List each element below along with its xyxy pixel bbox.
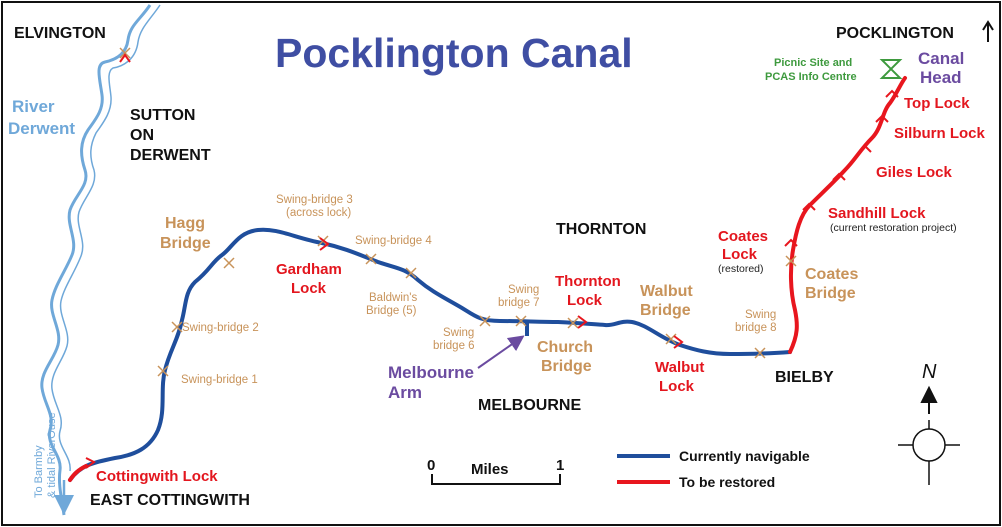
lock-silburn: Silburn Lock <box>894 125 986 142</box>
feature-melbourne-arm-1: Melbourne <box>388 363 474 382</box>
bridge-church-2: Bridge <box>541 358 592 375</box>
canal-cottingwith-red <box>68 464 88 482</box>
bridge-swing3-2: (across lock) <box>286 207 351 219</box>
scale-end: 1 <box>556 457 564 474</box>
river-derwent-bank <box>51 4 161 472</box>
to-barmby-2: & tidal RiverOuse <box>46 412 58 498</box>
feature-picnic-1: Picnic Site and <box>774 57 852 69</box>
feature-canal-head-2: Head <box>920 68 962 87</box>
map-title: Pocklington Canal <box>275 30 633 76</box>
bridge-swing6-1: Swing <box>443 327 474 339</box>
bridge-church-1: Church <box>537 339 593 356</box>
bridge-swing1: Swing-bridge 1 <box>181 374 258 386</box>
scale-bar: 0 Miles 1 <box>427 457 564 485</box>
compass: N <box>898 361 960 485</box>
bridge-walbut-2: Bridge <box>640 302 691 319</box>
place-pocklington: POCKLINGTON <box>836 25 954 42</box>
bridge-baldwins-2: Bridge (5) <box>366 305 417 317</box>
place-thornton: THORNTON <box>556 221 646 238</box>
place-sutton-3: DERWENT <box>130 147 211 164</box>
legend-navigable-label: Currently navigable <box>679 448 810 464</box>
lock-coates-1: Coates <box>718 228 768 245</box>
bridge-hagg-2: Bridge <box>160 235 211 252</box>
picnic-site-icon <box>879 59 903 79</box>
bridge-swing7-2: bridge 7 <box>498 297 540 309</box>
melbourne-arm-arrow <box>477 335 525 369</box>
lock-walbut-1: Walbut <box>655 359 704 376</box>
bridge-swing2: Swing-bridge 2 <box>182 322 259 334</box>
canal-navigable <box>68 227 792 482</box>
lock-thornton-2: Lock <box>567 292 603 309</box>
north-pointer-arrow <box>982 20 994 42</box>
place-sutton-1: SUTTON <box>130 107 195 124</box>
legend-restore-label: To be restored <box>679 474 775 490</box>
place-bielby: BIELBY <box>775 369 834 386</box>
lock-cottingwith: Cottingwith Lock <box>96 468 218 485</box>
bridge-swing8-2: bridge 8 <box>735 322 777 334</box>
bridge-swing8-1: Swing <box>745 309 776 321</box>
river-derwent <box>40 4 152 516</box>
lock-thornton-1: Thornton <box>555 273 621 290</box>
legend: Currently navigable To be restored <box>617 448 810 490</box>
bridge-walbut-1: Walbut <box>640 283 693 300</box>
place-east-cottingwith: EAST COTTINGWITH <box>90 492 250 509</box>
place-melbourne: MELBOURNE <box>478 397 581 414</box>
river-name-1: River <box>12 97 55 116</box>
scale-label: Miles <box>471 461 509 478</box>
bridge-hagg-1: Hagg <box>165 215 205 232</box>
bridge-swing3-1: Swing-bridge 3 <box>276 194 353 206</box>
lock-marks <box>85 53 899 469</box>
lock-coates-2: Lock <box>722 246 758 263</box>
place-elvington: ELVINGTON <box>14 25 106 42</box>
lock-top: Top Lock <box>904 95 970 112</box>
to-barmby-1: To Barmby <box>33 445 45 498</box>
bridge-coates-2: Bridge <box>805 285 856 302</box>
lock-walbut-2: Lock <box>659 378 695 395</box>
compass-north-label: N <box>922 361 937 383</box>
lock-coates-note: (restored) <box>718 263 764 275</box>
bridge-baldwins-1: Baldwin's <box>369 292 417 304</box>
bridge-swing7-1: Swing <box>508 284 539 296</box>
lock-gardham-2: Lock <box>291 280 327 297</box>
bridge-coates-1: Coates <box>805 266 858 283</box>
lock-gardham-1: Gardham <box>276 261 342 278</box>
feature-picnic-2: PCAS Info Centre <box>765 71 857 83</box>
feature-canal-head-1: Canal <box>918 49 964 68</box>
place-sutton-2: ON <box>130 127 154 144</box>
scale-start: 0 <box>427 457 435 474</box>
lock-sandhill-note: (current restoration project) <box>830 222 957 234</box>
canal-to-restore <box>788 76 907 354</box>
bridge-swing6-2: bridge 6 <box>433 340 475 352</box>
lock-giles: Giles Lock <box>876 164 953 181</box>
bridge-swing4: Swing-bridge 4 <box>355 235 432 247</box>
feature-melbourne-arm-2: Arm <box>388 383 422 402</box>
lock-sandhill: Sandhill Lock <box>828 205 926 222</box>
river-name-2: Derwent <box>8 119 75 138</box>
